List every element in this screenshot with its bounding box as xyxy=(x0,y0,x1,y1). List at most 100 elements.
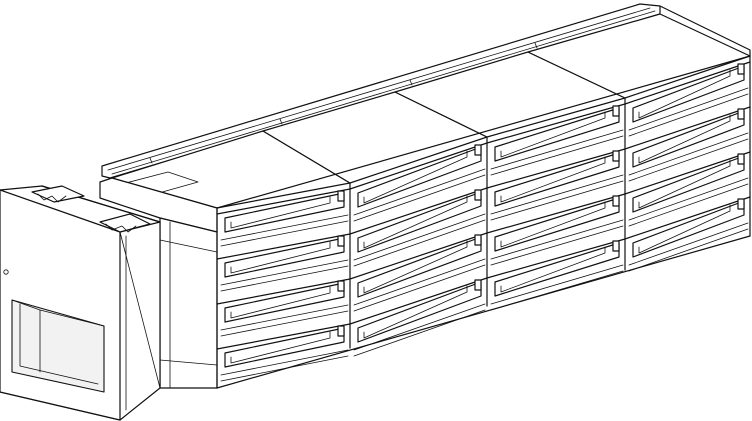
latch-right xyxy=(99,213,151,233)
tray-floor-edge xyxy=(220,265,349,292)
tray-floor xyxy=(220,349,349,376)
tray-clip xyxy=(737,198,745,210)
tray-slot xyxy=(486,193,626,266)
tray-front xyxy=(494,197,620,252)
tray-recess xyxy=(230,286,331,319)
tray-clip xyxy=(612,105,620,117)
tray-lip xyxy=(349,187,488,235)
tray-lip xyxy=(216,188,351,215)
tray-floor-edge xyxy=(628,93,749,137)
tray-floor xyxy=(628,132,749,176)
front-door xyxy=(0,185,161,421)
tray-slot xyxy=(349,232,488,312)
tray-lip xyxy=(216,323,351,350)
tray-recess xyxy=(500,201,606,248)
tray-recess xyxy=(363,150,468,204)
tray-grid xyxy=(216,61,751,382)
tray-lip xyxy=(349,232,488,280)
tray-floor xyxy=(628,177,749,221)
tray-clip xyxy=(737,63,745,75)
latch-left xyxy=(31,185,85,203)
tray-floor xyxy=(220,214,349,241)
tray-clip xyxy=(337,235,345,247)
tray-lip xyxy=(486,193,626,234)
tray-lip xyxy=(624,196,751,240)
tray-front xyxy=(632,155,745,213)
tray-slot xyxy=(216,188,351,247)
top-rail xyxy=(101,3,661,179)
tray-recess xyxy=(638,204,731,254)
tray-floor xyxy=(490,219,624,260)
tray-floor-edge xyxy=(628,228,749,272)
tray-clip xyxy=(474,189,482,201)
tray-floor-edge xyxy=(353,174,486,222)
tray-clip xyxy=(337,190,345,202)
tray-floor xyxy=(628,222,749,266)
tray-floor-edge xyxy=(353,264,486,312)
tray-slot xyxy=(624,61,751,137)
tray-recess xyxy=(230,331,331,364)
tray-floor xyxy=(353,258,486,306)
tray-lip xyxy=(216,233,351,260)
tray-recess xyxy=(638,69,731,119)
tray-lip xyxy=(486,238,626,279)
tray-floor-edge xyxy=(490,180,624,221)
tray-front xyxy=(224,282,345,323)
tray-floor-edge xyxy=(628,183,749,227)
tray-floor xyxy=(490,264,624,305)
tray-floor-edge xyxy=(220,310,349,337)
tray-recess xyxy=(500,246,606,293)
tray-slot xyxy=(216,323,351,382)
tray-clip xyxy=(612,195,620,207)
tray-recess xyxy=(230,196,331,229)
tray-clip xyxy=(612,150,620,162)
tray-lip xyxy=(486,148,626,189)
tray-recess xyxy=(230,241,331,274)
door-latch-icon xyxy=(3,269,9,275)
tray-slot xyxy=(624,196,751,272)
tray-lip xyxy=(349,142,488,190)
tray-floor xyxy=(220,304,349,331)
tray-lip xyxy=(624,151,751,195)
tray-lip xyxy=(624,106,751,150)
tray-floor xyxy=(490,174,624,215)
tray-recess xyxy=(638,159,731,209)
tray-recess xyxy=(500,111,606,158)
tray-lip xyxy=(216,278,351,305)
tray-floor-edge xyxy=(490,225,624,266)
tray-clip xyxy=(337,325,345,337)
tray-front xyxy=(632,200,745,258)
tray-slot xyxy=(486,238,626,311)
tray-slot xyxy=(486,103,626,176)
tray-slot xyxy=(349,187,488,267)
tray-clip xyxy=(737,108,745,120)
tray-floor-edge xyxy=(353,219,486,267)
tray-slot xyxy=(624,151,751,227)
tray-front xyxy=(632,110,745,168)
tray-recess xyxy=(638,114,731,164)
tray-lip xyxy=(349,277,488,325)
tray-slot xyxy=(216,278,351,337)
tray-floor-edge xyxy=(220,220,349,247)
tray-front xyxy=(494,242,620,297)
tray-clip xyxy=(337,280,345,292)
tray-recess xyxy=(363,240,468,294)
tray-recess xyxy=(363,285,468,339)
tray-clip xyxy=(474,234,482,246)
tray-slot xyxy=(486,148,626,221)
tray-front xyxy=(494,152,620,207)
tray-slot xyxy=(624,106,751,182)
tray-recess xyxy=(363,195,468,249)
rack-frame xyxy=(216,55,751,389)
tray-clip xyxy=(474,279,482,291)
tray-floor xyxy=(490,129,624,170)
tray-floor xyxy=(353,168,486,216)
tray-front xyxy=(224,237,345,278)
top-cover-panels xyxy=(111,5,751,209)
tray-lip xyxy=(486,103,626,144)
tray-lip xyxy=(624,61,751,105)
tray-front xyxy=(224,327,345,368)
tray-floor-edge xyxy=(628,138,749,182)
tray-slot xyxy=(349,142,488,222)
